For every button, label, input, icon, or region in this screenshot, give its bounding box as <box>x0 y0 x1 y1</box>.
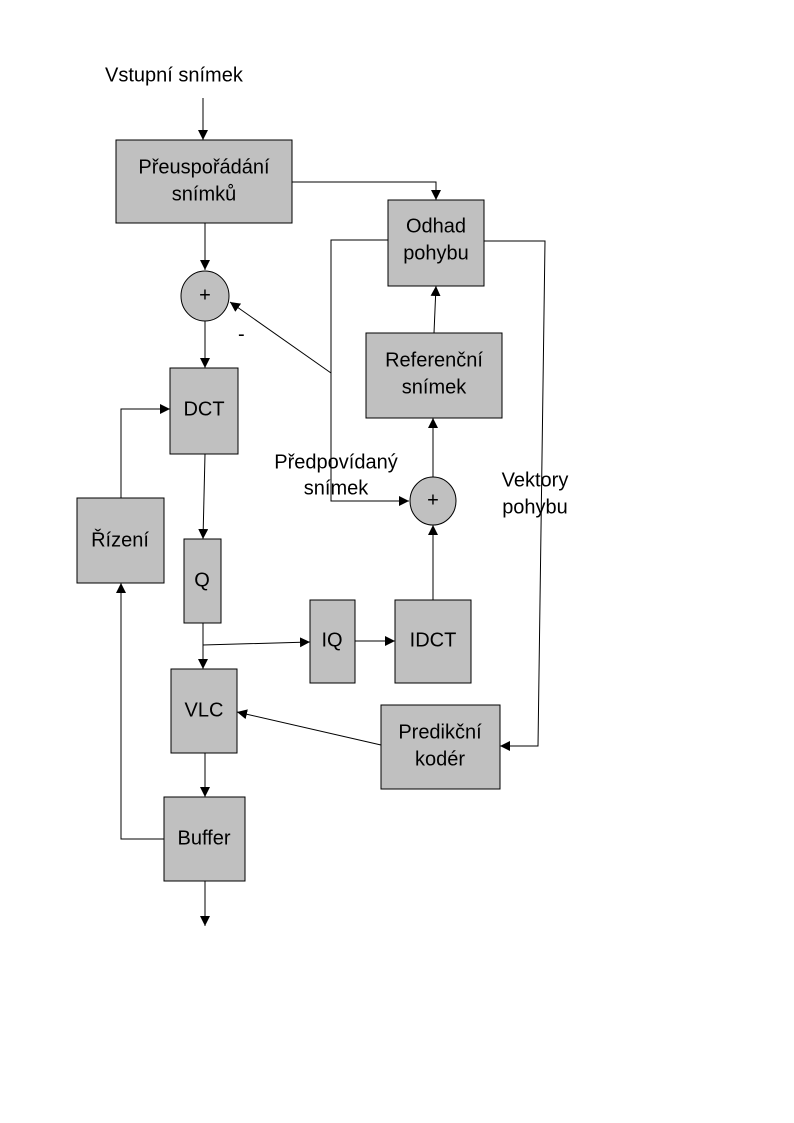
frame-reorder-block: Přeuspořádání snímků <box>115 139 293 224</box>
arrow-motion-vectors-to-predictive-coder <box>484 240 546 751</box>
motion-estimation-label-line2: pohybu <box>403 242 469 264</box>
control-block: Řízení <box>76 497 165 584</box>
arrow-predictive-coder-to-vlc <box>236 709 382 746</box>
quantizer-block: Q <box>183 538 222 624</box>
quantizer-label: Q <box>194 569 210 591</box>
reference-frame-label-line1: Referenční <box>385 349 483 371</box>
predictive-coder-label-line1: Predikční <box>398 721 482 743</box>
dct-label: DCT <box>183 398 224 420</box>
arrow-reorder-to-motion-estimation <box>292 181 441 200</box>
reference-frame-label-line2: snímek <box>402 376 467 398</box>
frame-reorder-label-line2: snímků <box>172 183 236 205</box>
bottom-sum-plus: + <box>427 489 439 511</box>
arrow-predicted-frame-to-sum <box>330 239 409 506</box>
arrow-dct-to-q <box>198 453 209 540</box>
arrow-control-to-dct <box>120 404 170 498</box>
arrow-q-to-iq <box>202 623 311 648</box>
top-summing-node: + <box>180 270 230 322</box>
predictive-coder-block: Predikční kodér <box>380 704 501 790</box>
arrow-buffer-to-control <box>116 583 164 840</box>
buffer-label: Buffer <box>178 827 231 849</box>
arrow-predicted-frame-to-top-sum <box>229 301 332 374</box>
buffer-block: Buffer <box>163 796 246 882</box>
motion-vectors-label-line1: Vektory <box>502 469 569 491</box>
motion-estimation-block: Odhad pohybu <box>387 199 485 287</box>
predictive-coder-label-line2: kodér <box>415 748 465 770</box>
minus-sign: - <box>238 323 245 345</box>
reference-frame-block: Referenční snímek <box>365 332 503 419</box>
idct-block: IDCT <box>394 599 472 684</box>
predicted-frame-label-line1: Předpovídaný <box>274 451 397 473</box>
inverse-quantizer-label: IQ <box>321 629 342 651</box>
arrow-reference-to-motion-estimation <box>430 285 441 334</box>
control-label: Řízení <box>91 528 149 551</box>
top-sum-plus: + <box>199 284 211 306</box>
inverse-quantizer-block: IQ <box>309 599 356 684</box>
predicted-frame-label-line2: snímek <box>304 477 369 499</box>
motion-vectors-label-line2: pohybu <box>502 496 568 518</box>
input-frame-label: Vstupní snímek <box>105 64 244 86</box>
bottom-summing-node: + <box>409 476 457 526</box>
connectors <box>116 98 546 926</box>
idct-label: IDCT <box>410 629 457 651</box>
dct-block: DCT <box>169 367 239 455</box>
frame-reorder-label-line1: Přeuspořádání <box>138 156 270 178</box>
vlc-label: VLC <box>185 699 224 721</box>
motion-estimation-label-line1: Odhad <box>406 215 466 237</box>
vlc-block: VLC <box>170 668 238 754</box>
